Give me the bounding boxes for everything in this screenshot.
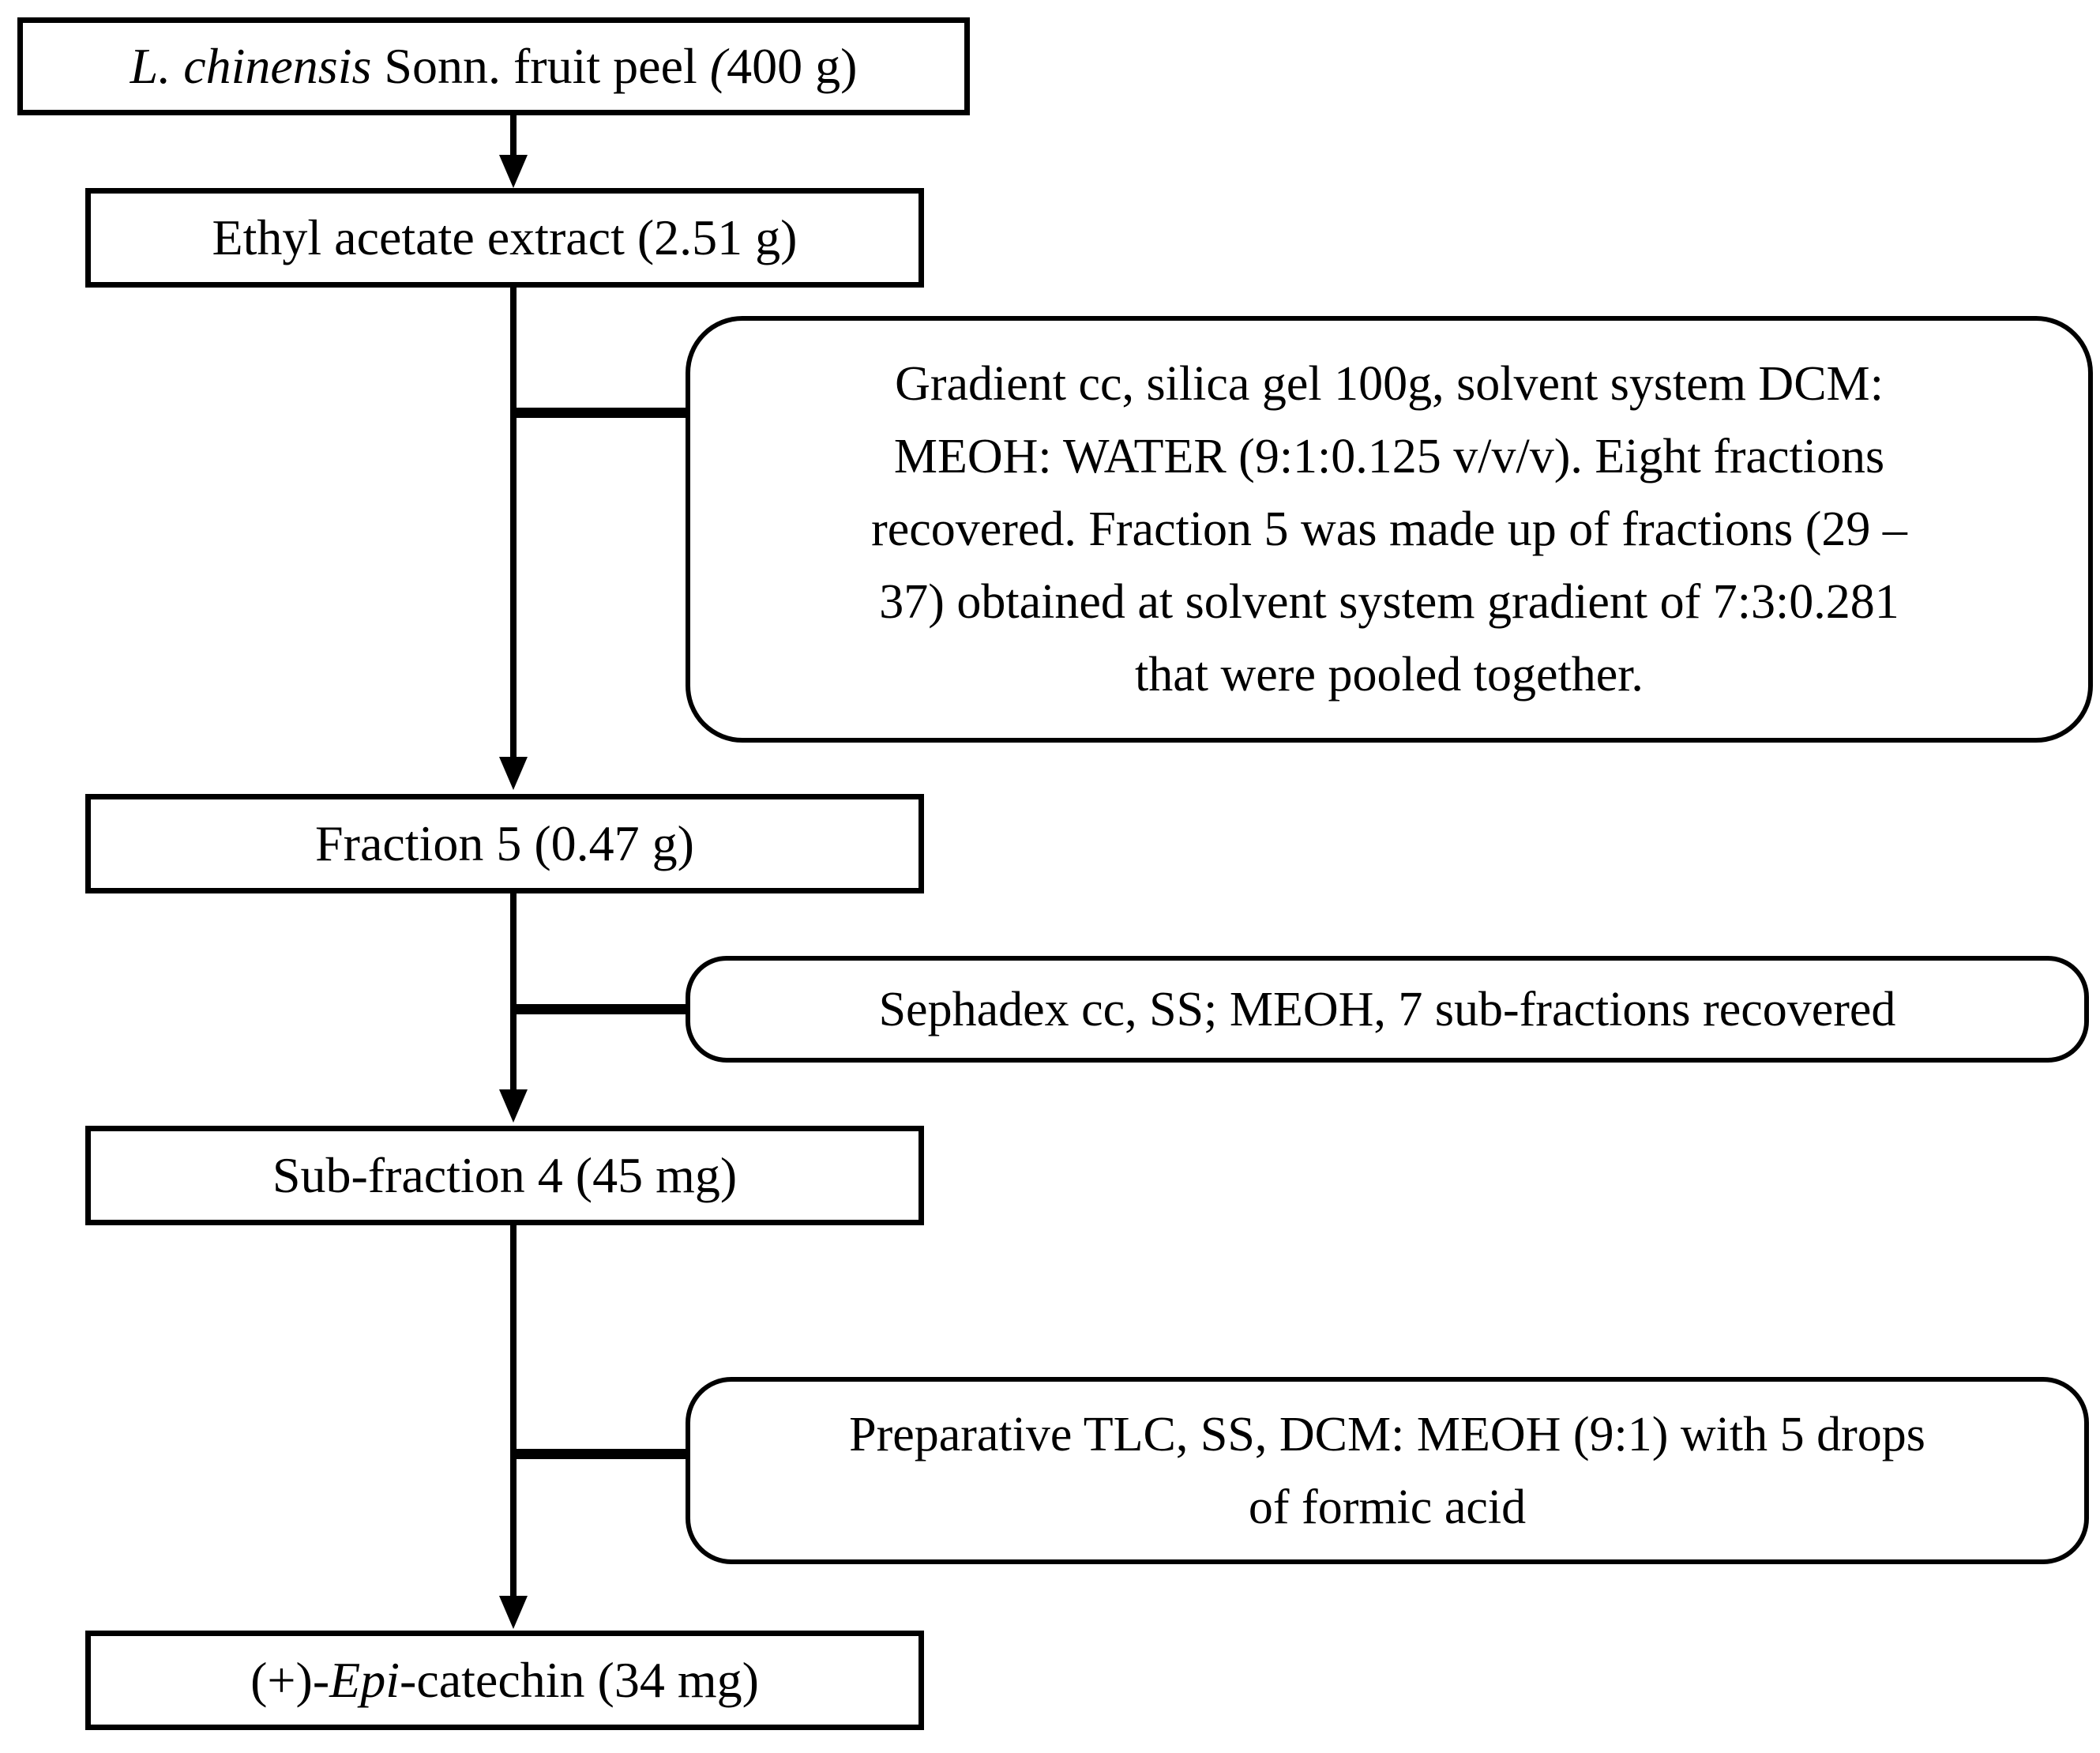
process-text-line: Gradient cc, silica gel 100g, solvent sy… [895,357,1884,411]
node-label-segment: Sonn. fruit peel [371,38,710,94]
process-text-line: MEOH: WATER (9:1:0.125 v/v/v). Eight fra… [893,430,1885,483]
process-sephadex-cc: Sephadex cc, SS; MEOH, 7 sub-fractions r… [686,956,2089,1063]
node-label-segment: -catechin (34 mg) [400,1652,759,1708]
node-label: Ethyl acetate extract (2.51 g) [212,209,798,265]
branch-line [513,1004,690,1014]
process-text-line: Preparative TLC, SS, DCM: MEOH (9:1) wit… [849,1407,1925,1461]
node-label-segment: Epi [329,1652,400,1708]
process-gradient-cc: Gradient cc, silica gel 100g, solvent sy… [686,316,2093,743]
branch-line [513,408,689,418]
node-label: Sub-fraction 4 (45 mg) [272,1147,738,1203]
connector-line [510,1225,517,1600]
process-text-line: 37) obtained at solvent system gradient … [879,575,1899,629]
node-sub-fraction-4: Sub-fraction 4 (45 mg) [85,1126,924,1225]
process-text-line: that were pooled together. [1135,648,1644,702]
connector-line [510,288,517,762]
node-label: L. chinensis Sonn. fruit peel (400 g) [130,41,858,92]
process-text-line: of formic acid [1248,1480,1527,1534]
arrowhead-down-icon [499,1089,528,1123]
connector-line [510,893,517,1094]
arrowhead-down-icon [499,1596,528,1629]
process-text-line: Sephadex cc, SS; MEOH, 7 sub-fractions r… [878,982,1896,1036]
node-label-segment: L. chinensis [130,38,372,94]
node-fraction-5: Fraction 5 (0.47 g) [85,794,924,893]
arrowhead-down-icon [499,155,528,188]
node-label: (+)-Epi-catechin (34 mg) [250,1655,759,1706]
node-epicatechin-product: (+)-Epi-catechin (34 mg) [85,1631,924,1730]
connector-line [510,115,517,161]
node-label-segment: ( [709,38,727,94]
node-label: Fraction 5 (0.47 g) [315,815,694,871]
process-preparative-tlc: Preparative TLC, SS, DCM: MEOH (9:1) wit… [686,1377,2089,1564]
node-label-segment: 400 g) [727,38,858,94]
node-source-material: L. chinensis Sonn. fruit peel (400 g) [17,17,970,115]
branch-line [513,1449,690,1459]
process-text-line: recovered. Fraction 5 was made up of fra… [871,502,1907,556]
node-ethyl-acetate-extract: Ethyl acetate extract (2.51 g) [85,188,924,288]
node-label-segment: (+)- [250,1652,330,1708]
arrowhead-down-icon [499,757,528,790]
